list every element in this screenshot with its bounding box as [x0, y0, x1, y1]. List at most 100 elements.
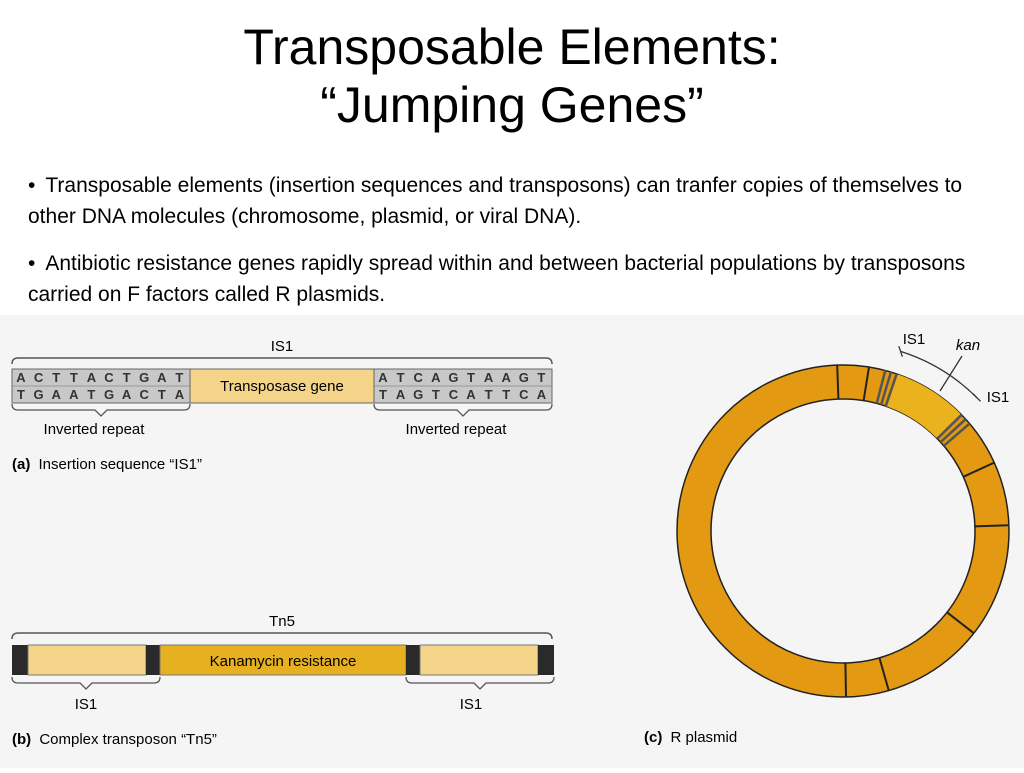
left-repeat-brace: [11, 403, 191, 417]
right-is1-end-block: [538, 645, 554, 675]
plasmid-divider: [974, 524, 1009, 528]
plasmid-is1-label-left: IS1: [903, 331, 926, 348]
is1-stripes-left: [875, 370, 898, 407]
plasmid-divider: [963, 461, 995, 478]
caption-c-text: R plasmid: [671, 729, 738, 746]
base: T: [52, 370, 60, 385]
bullet-text-2: Antibiotic resistance genes rapidly spre…: [28, 252, 966, 306]
base: A: [175, 387, 185, 402]
base: C: [449, 387, 459, 402]
base: A: [378, 370, 388, 385]
right-is1-segment: [419, 644, 539, 676]
kan-leader-line: [939, 355, 963, 392]
caption-b: (b) Complex transposon “Tn5”: [12, 731, 217, 748]
transposase-gene-label: Transposase gene: [220, 378, 344, 395]
left-is1-segment: [27, 644, 147, 676]
kanamycin-resistance-label: Kanamycin resistance: [210, 653, 357, 670]
caption-a-letter: (a): [12, 456, 30, 473]
caption-a-text: Insertion sequence “IS1”: [39, 456, 202, 473]
right-is1-inner-block: [406, 645, 420, 675]
plasmid-kan-label: kan: [956, 337, 980, 354]
base: T: [87, 387, 95, 402]
base: T: [397, 370, 405, 385]
base: T: [123, 370, 131, 385]
is1-bracket-label: IS1: [271, 338, 294, 355]
kan-segment: [887, 374, 961, 438]
left-is1-end-block: [12, 645, 28, 675]
base: A: [396, 387, 406, 402]
kan-arc-bracket: [900, 350, 978, 398]
bullet-dot-icon: •: [28, 174, 36, 197]
base: T: [537, 370, 545, 385]
r-plasmid-outer-edge: [676, 364, 1010, 698]
kan-arc-tick-left: [898, 345, 904, 357]
base: C: [414, 370, 424, 385]
base: T: [70, 370, 78, 385]
base: G: [413, 387, 423, 402]
plasmid-divider: [844, 662, 847, 698]
base: T: [175, 370, 183, 385]
base: G: [139, 370, 149, 385]
transposase-gene-box: [189, 368, 375, 404]
base: A: [69, 387, 79, 402]
base: A: [52, 387, 62, 402]
panel-a-insertion-sequence: IS1 A C T T A C T G A T T G A A T G A C …: [11, 338, 553, 473]
transposon-figure: IS1 A C T T A C T G A T T G A A T G A C …: [0, 315, 1024, 768]
bullet-item-1: •Transposable elements (insertion sequen…: [28, 170, 1003, 232]
plasmid-is1-label-right: IS1: [987, 389, 1010, 406]
is1-stripe: [936, 413, 963, 440]
base: T: [467, 370, 475, 385]
kan-arc-tick-right: [972, 393, 981, 402]
plasmid-divider: [946, 611, 975, 634]
plasmid-divider: [878, 657, 890, 691]
is1-bracket: [11, 357, 553, 365]
plasmid-divider: [836, 365, 840, 400]
base: A: [87, 370, 97, 385]
right-inverted-repeat-label: Inverted repeat: [406, 421, 508, 438]
bullet-text-1: Transposable elements (insertion sequenc…: [28, 174, 963, 228]
is1-stripe: [939, 418, 967, 444]
base: A: [466, 387, 476, 402]
transposon-diagram-svg: IS1 A C T T A C T G A T T G A A T G A C …: [0, 315, 1024, 768]
base: C: [519, 387, 529, 402]
tn5-bracket-label: Tn5: [269, 613, 295, 630]
plasmid-segment-dividers: [836, 365, 1009, 698]
base: A: [431, 370, 441, 385]
base: C: [104, 370, 114, 385]
base: A: [537, 387, 547, 402]
base: G: [34, 387, 44, 402]
bullet-list: •Transposable elements (insertion sequen…: [28, 170, 1003, 326]
base: T: [158, 387, 166, 402]
base: G: [104, 387, 114, 402]
base: T: [432, 387, 440, 402]
kanamycin-resistance-segment: [159, 644, 407, 676]
panel-c-r-plasmid: IS1 kan IS1 (c) R plasmid: [644, 331, 1010, 746]
base: A: [16, 370, 26, 385]
slide-title: Transposable Elements: “Jumping Genes”: [0, 18, 1024, 134]
base: A: [157, 370, 167, 385]
left-is1-brace: [11, 676, 161, 690]
base: C: [34, 370, 44, 385]
is1-stripe: [884, 373, 898, 407]
base: T: [502, 387, 510, 402]
left-is1-inner-block: [146, 645, 160, 675]
base: C: [140, 387, 150, 402]
bullet-item-2: •Antibiotic resistance genes rapidly spr…: [28, 248, 1003, 310]
right-is1-brace: [405, 676, 555, 690]
caption-a: (a) Insertion sequence “IS1”: [12, 456, 202, 473]
base: A: [484, 370, 494, 385]
is1-stripe: [880, 371, 893, 406]
plasmid-divider: [862, 366, 870, 401]
caption-c: (c) R plasmid: [644, 729, 737, 746]
base: T: [17, 387, 25, 402]
caption-b-letter: (b): [12, 731, 31, 748]
tn5-bracket: [11, 632, 553, 640]
base: T: [485, 387, 493, 402]
is1-stripe: [942, 422, 971, 447]
base: G: [448, 370, 458, 385]
left-inverted-repeat-label: Inverted repeat: [44, 421, 146, 438]
base: A: [122, 387, 132, 402]
caption-c-letter: (c): [644, 729, 662, 746]
caption-b-text: Complex transposon “Tn5”: [39, 731, 217, 748]
bullet-dot-icon: •: [28, 252, 36, 275]
